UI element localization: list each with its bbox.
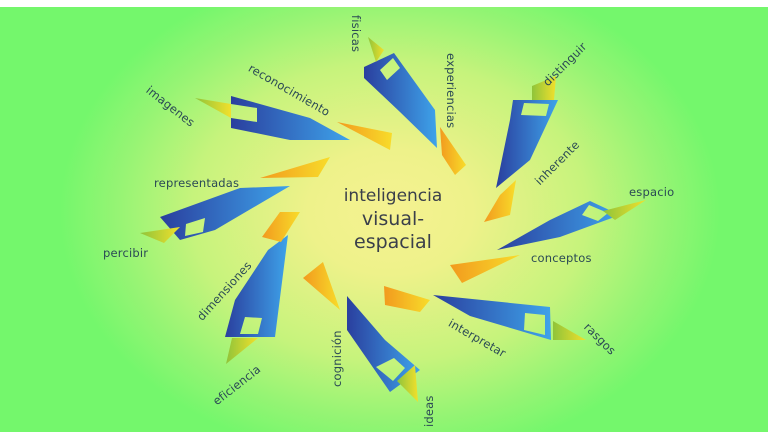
label-experiencias: experiencias — [444, 53, 458, 129]
label-fisicas: fisicas — [349, 15, 363, 53]
title-line-3: espacial — [354, 231, 432, 253]
title-line-2: visual- — [361, 208, 425, 230]
central-title: inteligencia visual- espacial — [328, 185, 458, 254]
arm-representadas — [140, 157, 330, 243]
label-espacio: espacio — [629, 185, 675, 199]
label-representadas: representadas — [154, 176, 240, 190]
arm-distinguir — [484, 76, 558, 222]
pinwheel-shapes — [140, 37, 646, 402]
label-percibir: percibir — [103, 246, 149, 260]
label-conceptos: conceptos — [531, 251, 592, 265]
arm-dimensiones — [225, 212, 300, 364]
label-cognicion: cognición — [330, 330, 344, 387]
arm-espacio — [450, 200, 646, 283]
arm-ideas — [303, 262, 420, 402]
title-line-1: inteligencia — [343, 186, 443, 206]
label-ideas: ideas — [422, 395, 436, 427]
diagram-slide: inteligencia visual- espacial fisicas ex… — [0, 7, 768, 432]
arm-interpretar — [384, 286, 586, 340]
arm-reconocimiento — [195, 96, 392, 150]
arm-fisicas — [364, 37, 466, 175]
